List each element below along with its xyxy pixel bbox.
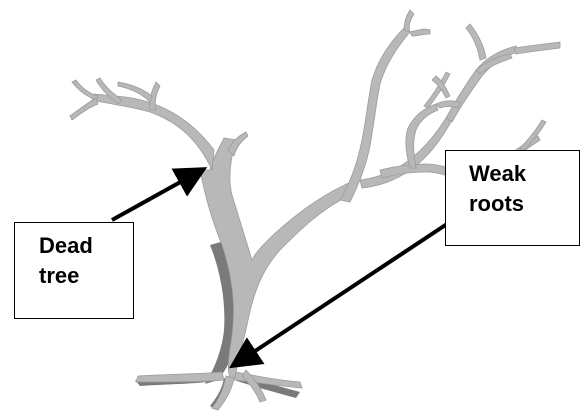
- dead-tree-label-line-2: tree: [39, 263, 80, 288]
- root-left: [135, 371, 225, 383]
- dead-tree-label-box: Dead tree: [14, 222, 134, 319]
- root-center: [211, 375, 235, 411]
- weak-roots-label-line-2: roots: [469, 191, 524, 216]
- arrow-to-weak-roots: [228, 220, 452, 369]
- arrow-to-dead-tree: [111, 167, 208, 222]
- dead-tree-illustration: [69, 9, 561, 411]
- dead-tree-label-line-1: Dead: [39, 233, 93, 258]
- trunk: [199, 137, 357, 379]
- weak-roots-label-box: Weak roots: [445, 150, 580, 246]
- weak-roots-label-line-1: Weak: [469, 161, 527, 186]
- tree-body: [69, 9, 561, 411]
